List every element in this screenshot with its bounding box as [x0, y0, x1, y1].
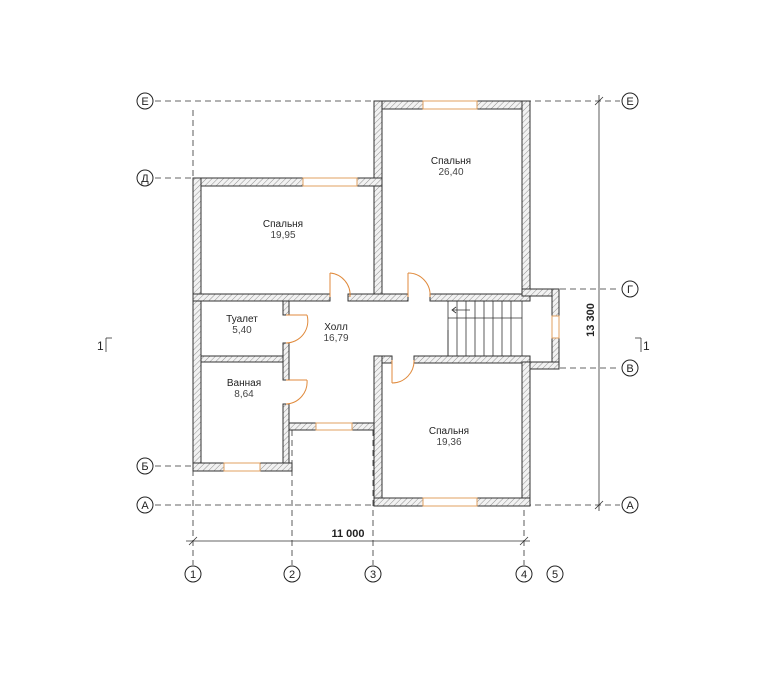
- door-toilet-arc: [285, 314, 309, 344]
- window-bedroom-2: [302, 177, 358, 187]
- section-label-left: 1: [97, 339, 104, 353]
- axis-label: Д: [141, 173, 149, 185]
- axis-grid: [155, 100, 620, 565]
- wall-mid-left: [192, 293, 331, 302]
- doors: [285, 272, 431, 405]
- axis-label: В: [626, 363, 633, 375]
- room-name: Спальня: [429, 426, 469, 437]
- row-axis-markers: Е Е Д Г В Б А А: [136, 92, 639, 514]
- axis-label: Г: [627, 284, 633, 296]
- axis-marker: [136, 457, 154, 475]
- door-bedroom-3-arc: [391, 359, 415, 384]
- room-name: Холл: [324, 322, 348, 333]
- room-area: 8,64: [234, 389, 254, 400]
- door-bedroom-1-arc: [407, 272, 431, 298]
- axis-label: 4: [521, 569, 527, 581]
- stair-outline: [447, 300, 523, 357]
- door-bedroom-2-arc: [329, 272, 351, 298]
- wall-left: [192, 177, 202, 472]
- column-axis-markers: 1 2 3 4 5: [184, 565, 564, 583]
- dim-tick: [188, 536, 198, 546]
- axis-label: А: [626, 500, 634, 512]
- axis-marker: [546, 565, 564, 583]
- dimensions: 11 000 13 300: [186, 95, 604, 546]
- window-stair: [551, 315, 560, 339]
- wall-br-right: [521, 361, 531, 507]
- stair-arrow-head: [451, 306, 457, 314]
- section-markers: 1 1: [97, 337, 650, 353]
- axis-label: 2: [289, 569, 295, 581]
- room-name: Ванная: [227, 378, 261, 389]
- room-area: 5,40: [232, 325, 252, 336]
- axis-label: А: [141, 500, 149, 512]
- wall-hall-br-right: [413, 355, 531, 364]
- axis-label: 5: [552, 569, 558, 581]
- window-bedroom-3: [422, 497, 478, 507]
- room-name: Спальня: [431, 156, 471, 167]
- axis-label: Е: [626, 96, 633, 108]
- axis-marker: [364, 565, 382, 583]
- room-area: 26,40: [438, 167, 463, 178]
- axis-marker: [136, 496, 154, 514]
- section-label-right: 1: [643, 339, 650, 353]
- axis-marker: [136, 92, 154, 110]
- wall-toilet-right-top: [282, 300, 290, 316]
- wall-mid-center: [347, 293, 409, 302]
- wall-right-block-left: [373, 100, 383, 302]
- axis-marker: [621, 359, 639, 377]
- room-name: Туалет: [226, 314, 258, 325]
- windows: [223, 100, 560, 507]
- axis-marker: [621, 92, 639, 110]
- window-hall: [315, 422, 353, 431]
- wall-toilet-bath: [200, 355, 290, 363]
- window-bedroom-1: [422, 100, 478, 110]
- axis-marker: [515, 565, 533, 583]
- dim-tick: [519, 536, 529, 546]
- axis-label: 3: [370, 569, 376, 581]
- axis-label: 1: [190, 569, 196, 581]
- room-area: 16,79: [323, 333, 348, 344]
- axis-marker: [283, 565, 301, 583]
- axis-label: Б: [141, 461, 148, 473]
- walls: [192, 100, 560, 507]
- room-labels: Спальня 26,40 Спальня 19,95 Туалет 5,40 …: [226, 156, 471, 448]
- door-bath-arc: [285, 379, 308, 405]
- wall-br-left: [373, 355, 383, 507]
- staircase: [447, 300, 523, 357]
- axis-marker: [136, 169, 154, 187]
- dim-tick: [594, 96, 604, 106]
- dim-width-label: 11 000: [331, 528, 364, 540]
- window-bath: [223, 462, 261, 472]
- room-name: Спальня: [263, 219, 303, 230]
- axis-label: Е: [141, 96, 148, 108]
- dim-height-label: 13 300: [585, 303, 597, 337]
- dim-tick: [594, 500, 604, 510]
- room-area: 19,36: [436, 437, 461, 448]
- axis-marker: [621, 280, 639, 298]
- wall-bath-right: [282, 403, 290, 471]
- wall-right-block-right: [521, 100, 531, 302]
- wall-mid-right: [429, 293, 531, 302]
- wall-toilet-right-mid: [282, 342, 290, 381]
- axis-marker: [621, 496, 639, 514]
- room-area: 19,95: [270, 230, 295, 241]
- axis-marker: [184, 565, 202, 583]
